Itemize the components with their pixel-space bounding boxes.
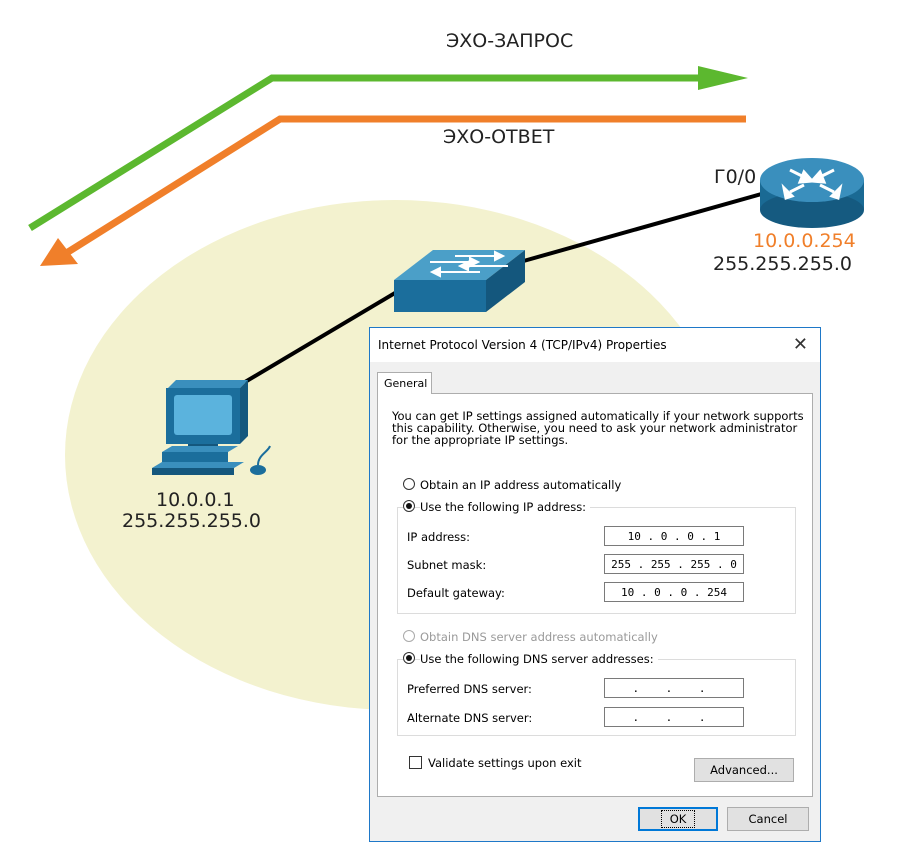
ip-auto-radio[interactable] <box>403 478 415 490</box>
dns-auto-radio[interactable] <box>403 630 415 642</box>
advanced-button[interactable]: Advanced... <box>694 758 794 782</box>
echo-request-line <box>28 74 712 231</box>
ip-address-field[interactable]: 10 . 0 . 0 . 1 <box>604 526 744 546</box>
close-icon[interactable]: ✕ <box>792 334 808 355</box>
description-line-1: You can get IP settings assigned automat… <box>392 409 804 423</box>
default-gateway-label: Default gateway: <box>407 586 505 600</box>
echo-reply-label: ЭХО-ОТВЕТ <box>443 126 555 148</box>
router-interface-label: Г0/0 <box>714 166 757 188</box>
router-mask-label: 255.255.255.0 <box>713 253 853 275</box>
echo-request-label: ЭХО-ЗАПРОС <box>446 30 574 52</box>
router-icon <box>760 158 864 228</box>
echo-request-arrowhead <box>698 66 748 90</box>
ip-settings-group <box>397 507 796 614</box>
ip-address-label: IP address: <box>407 530 471 544</box>
preferred-dns-field[interactable]: . . . <box>604 678 744 698</box>
router-ip-label: 10.0.0.254 <box>753 230 856 252</box>
preferred-dns-label: Preferred DNS server: <box>407 682 532 696</box>
pc-icon <box>152 380 271 475</box>
ip-auto-label[interactable]: Obtain an IP address automatically <box>420 478 622 492</box>
default-gateway-field[interactable]: 10 . 0 . 0 . 254 <box>604 582 744 602</box>
switch-icon <box>394 250 525 312</box>
ip-manual-label[interactable]: Use the following IP address: <box>420 501 591 513</box>
ok-button[interactable]: OK <box>638 807 718 831</box>
validate-label[interactable]: Validate settings upon exit <box>428 756 582 770</box>
echo-reply-line <box>66 115 746 255</box>
pc-mask-label: 255.255.255.0 <box>122 510 262 532</box>
echo-reply-arrowhead <box>40 238 78 266</box>
cancel-button[interactable]: Cancel <box>727 807 809 831</box>
tab-general[interactable]: General <box>377 372 432 394</box>
dialog-titlebar: Internet Protocol Version 4 (TCP/IPv4) P… <box>370 328 820 362</box>
alternate-dns-field[interactable]: . . . <box>604 707 744 727</box>
ip-manual-radio[interactable] <box>403 500 415 512</box>
ipv4-properties-dialog: Internet Protocol Version 4 (TCP/IPv4) P… <box>369 327 821 842</box>
dialog-title: Internet Protocol Version 4 (TCP/IPv4) P… <box>378 338 667 352</box>
subnet-mask-label: Subnet mask: <box>407 558 487 572</box>
pc-ip-label: 10.0.0.1 <box>156 489 235 511</box>
alternate-dns-label: Alternate DNS server: <box>407 711 533 725</box>
subnet-mask-field[interactable]: 255 . 255 . 255 . 0 <box>604 554 744 574</box>
switch-router-cable <box>519 191 766 264</box>
general-panel: You can get IP settings assigned automat… <box>377 393 813 797</box>
ok-button-label: OK <box>660 810 696 828</box>
dns-manual-label[interactable]: Use the following DNS server addresses: <box>420 653 658 665</box>
pc-switch-cable <box>243 288 402 384</box>
dns-manual-radio[interactable] <box>403 652 415 664</box>
validate-checkbox[interactable] <box>409 756 422 769</box>
dns-auto-label[interactable]: Obtain DNS server address automatically <box>420 630 658 644</box>
description-line-3: for the appropriate IP settings. <box>392 433 569 447</box>
description-line-2: this capability. Otherwise, you need to … <box>392 421 798 435</box>
